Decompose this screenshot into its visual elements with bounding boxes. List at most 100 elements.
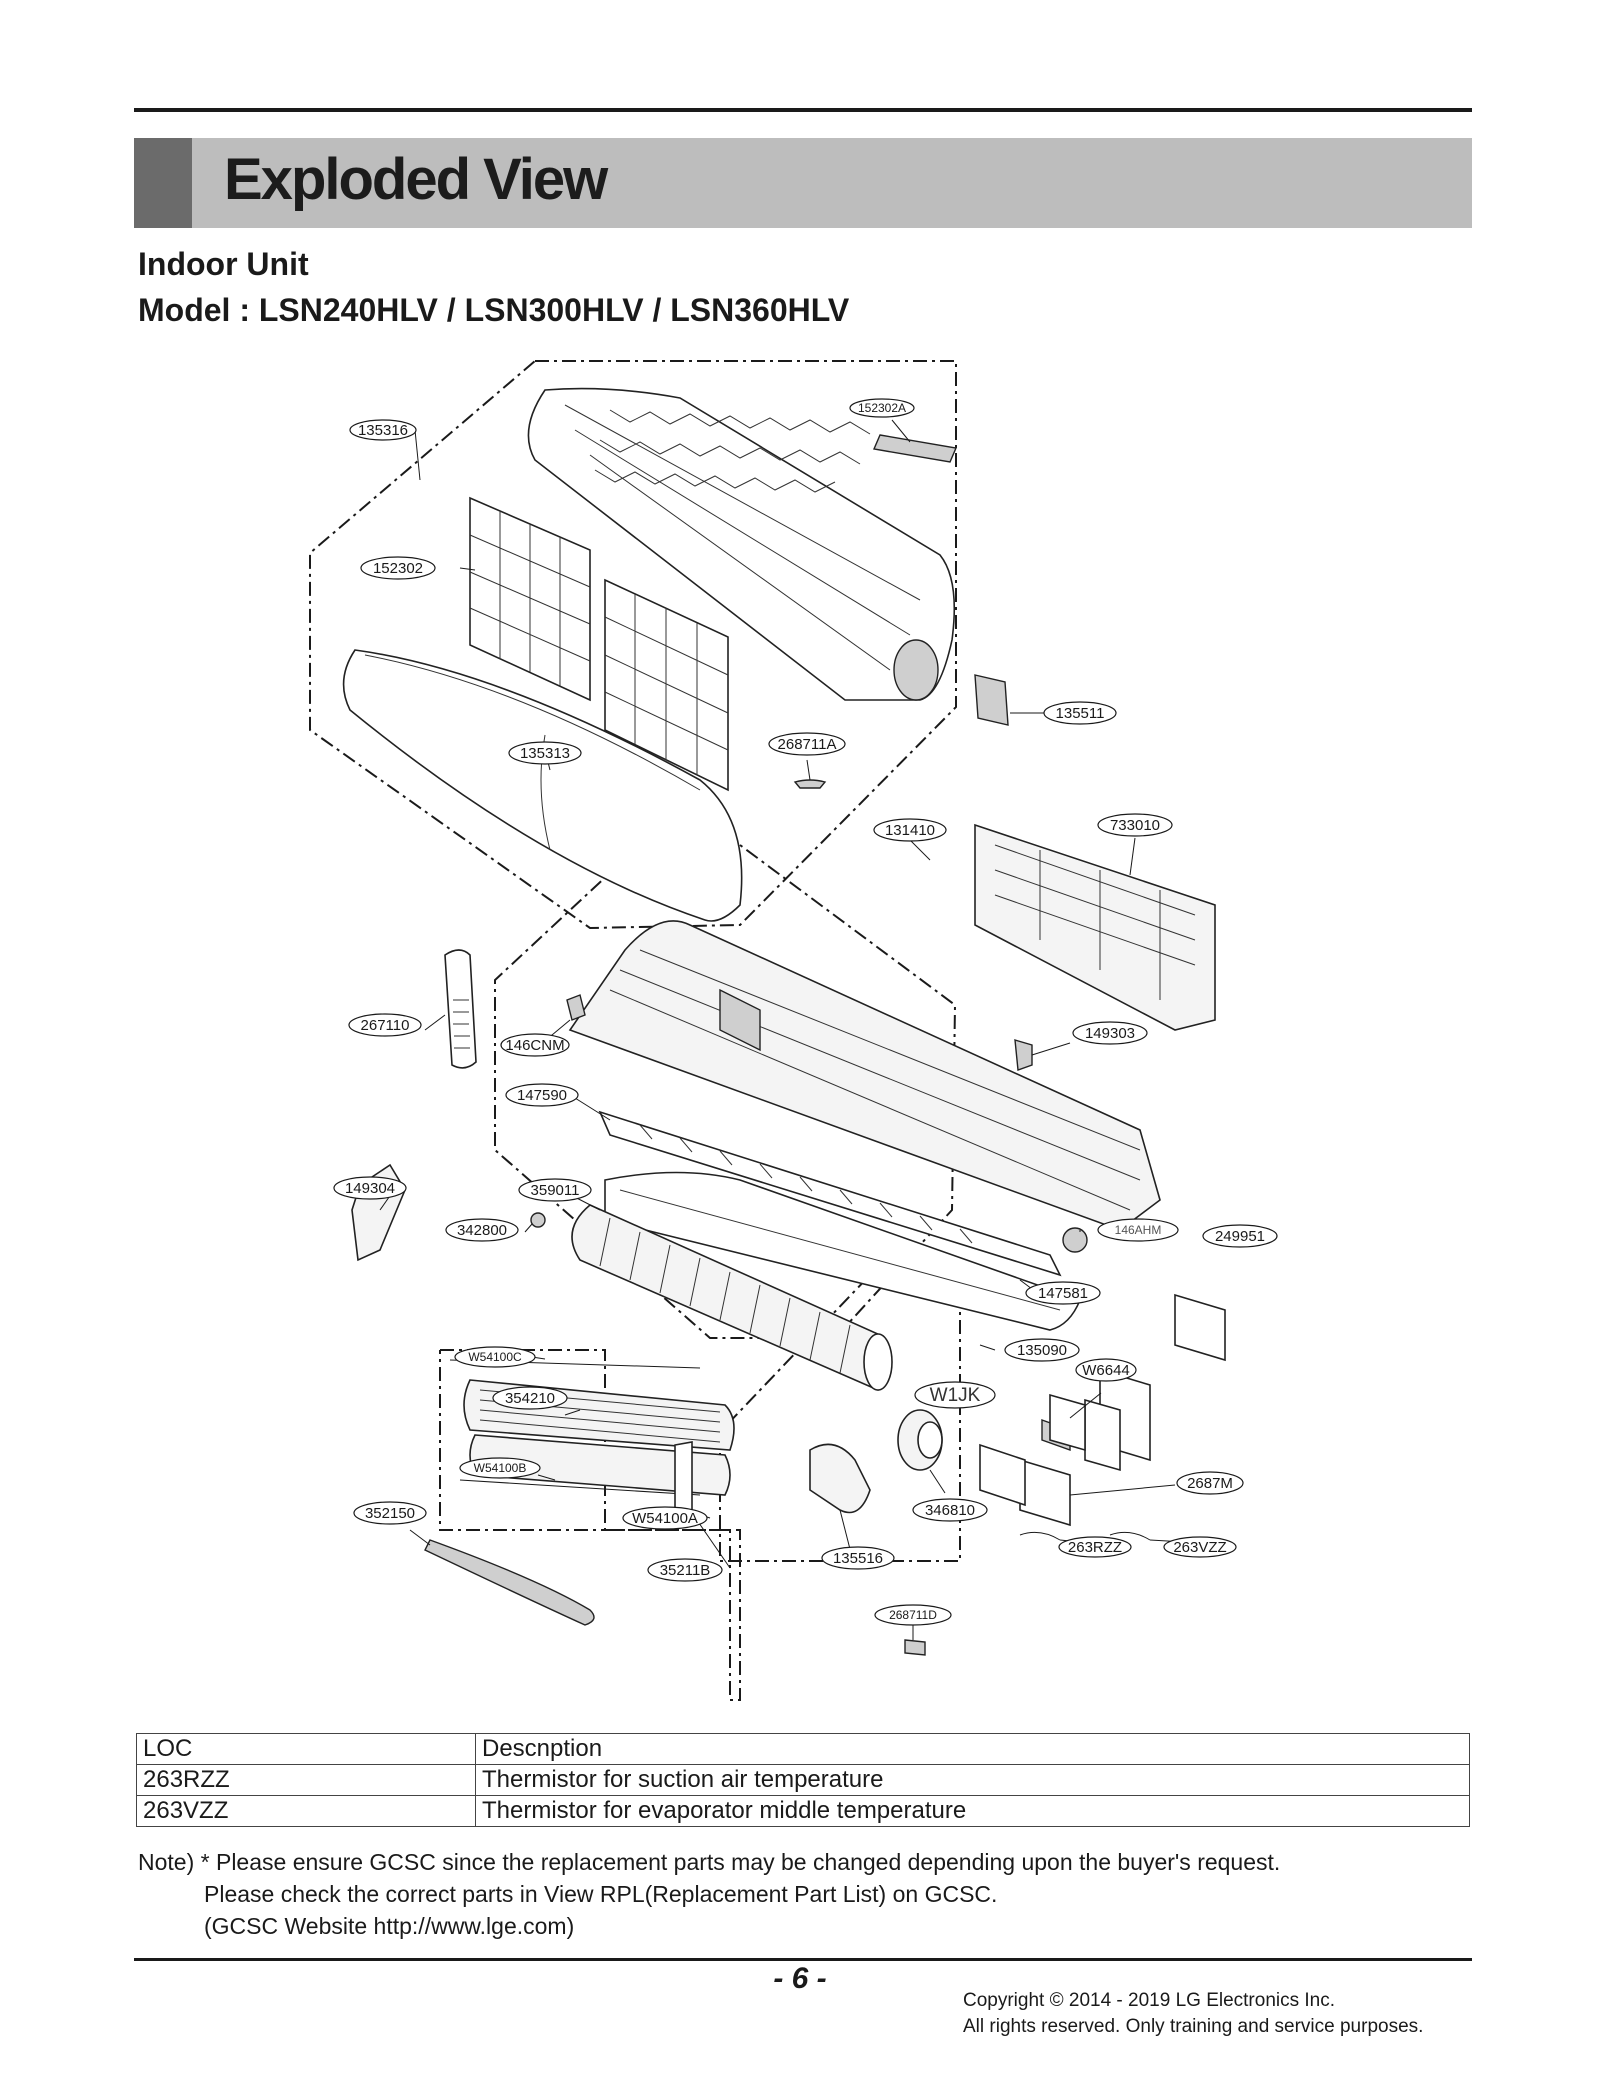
svg-text:W54100A: W54100A	[632, 1510, 698, 1527]
label-352150: 352150	[353, 1501, 427, 1525]
svg-text:263RZZ: 263RZZ	[1068, 1539, 1122, 1556]
svg-text:342800: 342800	[457, 1222, 507, 1239]
svg-text:135090: 135090	[1017, 1342, 1067, 1359]
label-135313: 135313	[508, 741, 582, 765]
svg-text:352150: 352150	[365, 1505, 415, 1522]
label-146CNM: 146CNM	[500, 1033, 570, 1057]
drain-hose-352150	[424, 1539, 595, 1626]
note-line: (GCSC Website http://www.lge.com)	[204, 1913, 575, 1939]
label-152302A: 152302A	[849, 398, 915, 418]
label-152302: 152302	[360, 556, 436, 580]
label-135516: 135516	[821, 1546, 895, 1570]
label-146AHM: 146AHM	[1097, 1218, 1179, 1242]
parts-table: LOC Descnption 263RZZ Thermistor for suc…	[136, 1733, 1470, 1827]
svg-text:263VZZ: 263VZZ	[1173, 1539, 1226, 1556]
pcb-2687M	[1019, 1458, 1071, 1527]
chassis-assembly	[568, 920, 1161, 1231]
svg-text:W6644: W6644	[1082, 1362, 1130, 1379]
thermistor-263RZZ	[1019, 1531, 1061, 1541]
svg-text:152302A: 152302A	[858, 401, 906, 415]
table-header-cell: Descnption	[475, 1733, 1470, 1765]
svg-text:268711D: 268711D	[889, 1608, 937, 1622]
bracket-149303	[1014, 1039, 1033, 1071]
label-W6644: W6644	[1075, 1358, 1137, 1382]
control-box-249951	[1084, 1293, 1226, 1472]
label-263RZZ: 263RZZ	[1058, 1536, 1132, 1558]
svg-text:131410: 131410	[885, 822, 935, 839]
box-part	[979, 1443, 1026, 1507]
installation-plate-733010	[974, 823, 1216, 1031]
front-panel-135313	[342, 649, 743, 922]
exploded-view-svg: 135316 152302A 152302 135511 135313 2687…	[309, 360, 1278, 1701]
note-line: Please check the correct parts in View R…	[204, 1881, 998, 1907]
display-cover-135511	[974, 674, 1009, 726]
thermistor-263VZZ	[1109, 1531, 1151, 1541]
label-268711A: 268711A	[768, 732, 846, 756]
terminal-block	[1049, 1393, 1086, 1452]
copyright-line: Copyright © 2014 - 2019 LG Electronics I…	[963, 1990, 1336, 2011]
svg-text:152302: 152302	[373, 560, 423, 577]
copyright-line: All rights reserved. Only training and s…	[963, 2016, 1424, 2037]
air-filters-152302	[469, 496, 729, 792]
label-267110: 267110	[348, 1013, 422, 1037]
svg-text:733010: 733010	[1110, 817, 1160, 834]
page-title: Exploded View	[224, 147, 608, 212]
label-W1JK: W1JK	[914, 1381, 996, 1409]
label-135511: 135511	[1043, 701, 1117, 725]
label-342800: 342800	[445, 1218, 519, 1242]
svg-text:147581: 147581	[1038, 1285, 1088, 1302]
page-number: - 6 -	[773, 1962, 827, 1995]
banner-accent-block	[134, 138, 192, 228]
label-249951: 249951	[1202, 1224, 1278, 1248]
svg-text:346810: 346810	[925, 1502, 975, 1519]
svg-text:35211B: 35211B	[660, 1562, 711, 1579]
remote-control-267110	[444, 949, 477, 1069]
cross-flow-fan	[571, 1204, 893, 1391]
front-cabinet-135316	[527, 387, 956, 701]
svg-text:135511: 135511	[1056, 705, 1105, 722]
svg-text:W54100B: W54100B	[474, 1461, 527, 1475]
svg-text:149303: 149303	[1085, 1025, 1135, 1042]
table-header-cell: LOC	[136, 1733, 476, 1765]
svg-text:135516: 135516	[833, 1550, 883, 1567]
bottom-rule	[134, 1958, 1472, 1961]
svg-text:149304: 149304	[345, 1180, 395, 1197]
svg-text:267110: 267110	[361, 1017, 410, 1034]
note-line: Note) * Please ensure GCSC since the rep…	[138, 1849, 1281, 1875]
vane-147590	[598, 1110, 1062, 1277]
label-W54100C: W54100C	[454, 1346, 536, 1368]
svg-text:354210: 354210	[505, 1390, 555, 1407]
fan-motor-346810	[897, 1409, 943, 1471]
label-135090: 135090	[1004, 1338, 1080, 1362]
label-263VZZ: 263VZZ	[1163, 1536, 1237, 1558]
svg-text:268711A: 268711A	[778, 736, 837, 753]
title-banner: Exploded View	[134, 138, 1472, 228]
sponge-268711D	[904, 1639, 926, 1656]
label-346810: 346810	[912, 1498, 988, 1522]
label-149303: 149303	[1072, 1021, 1148, 1045]
front-panel-group-boundary	[309, 360, 957, 930]
motor-mount-135516	[809, 1443, 871, 1514]
stepping-motor-146CNM	[566, 994, 586, 1021]
label-plate-152302A	[873, 434, 957, 463]
table-cell: Thermistor for suction air temperature	[475, 1764, 1470, 1796]
label-147581: 147581	[1025, 1281, 1101, 1305]
side-plate-35211B	[674, 1441, 693, 1513]
table-row: 263RZZ Thermistor for suction air temper…	[136, 1764, 1470, 1796]
cross-flow-fan-housing-359011	[604, 1171, 1082, 1331]
top-rule	[134, 108, 1472, 112]
copyright: Copyright © 2014 - 2019 LG Electronics I…	[963, 1988, 1423, 2040]
svg-text:146CNM: 146CNM	[505, 1037, 564, 1054]
table-row: 263VZZ Thermistor for evaporator middle …	[136, 1795, 1470, 1827]
svg-text:147590: 147590	[517, 1087, 567, 1104]
table-header-row: LOC Descnption	[136, 1733, 1470, 1765]
label-268711D: 268711D	[874, 1604, 952, 1626]
unit-subtitle: Indoor Unit	[138, 246, 309, 282]
model-subtitle: Model : LSN240HLV / LSN300HLV / LSN360HL…	[138, 292, 850, 328]
svg-text:135313: 135313	[520, 745, 570, 762]
label-W54100B: W54100B	[459, 1457, 541, 1479]
label-131410: 131410	[873, 818, 947, 842]
svg-text:359011: 359011	[531, 1182, 580, 1199]
clip-268711A	[793, 779, 827, 789]
stepping-motor-146AHM	[1062, 1227, 1088, 1253]
